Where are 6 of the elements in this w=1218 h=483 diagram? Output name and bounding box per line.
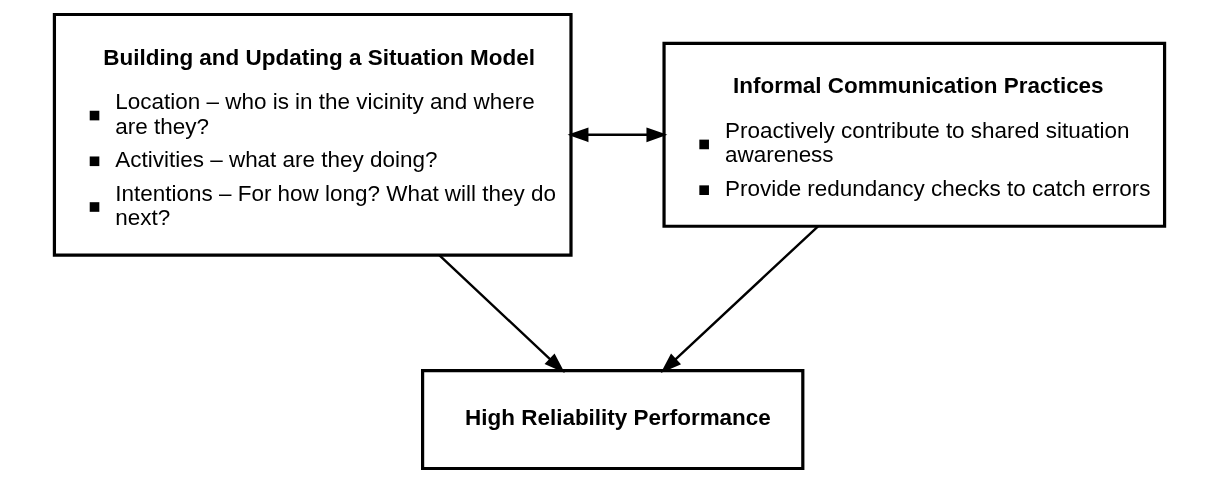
node-box: High Reliability Performance <box>420 369 804 471</box>
arrow <box>567 127 667 143</box>
node-box: Building and Updating a Situation Model Location – who is in the vicinity and where are they? Activities – what are they doing? Intentions – For how long? What will they do next? <box>52 12 573 257</box>
arrow <box>660 225 819 374</box>
arrow <box>438 254 565 373</box>
node-box: Informal Communication Practices Proactively contribute to shared situation awareness Provide redundancy checks to catch errors <box>661 41 1166 228</box>
